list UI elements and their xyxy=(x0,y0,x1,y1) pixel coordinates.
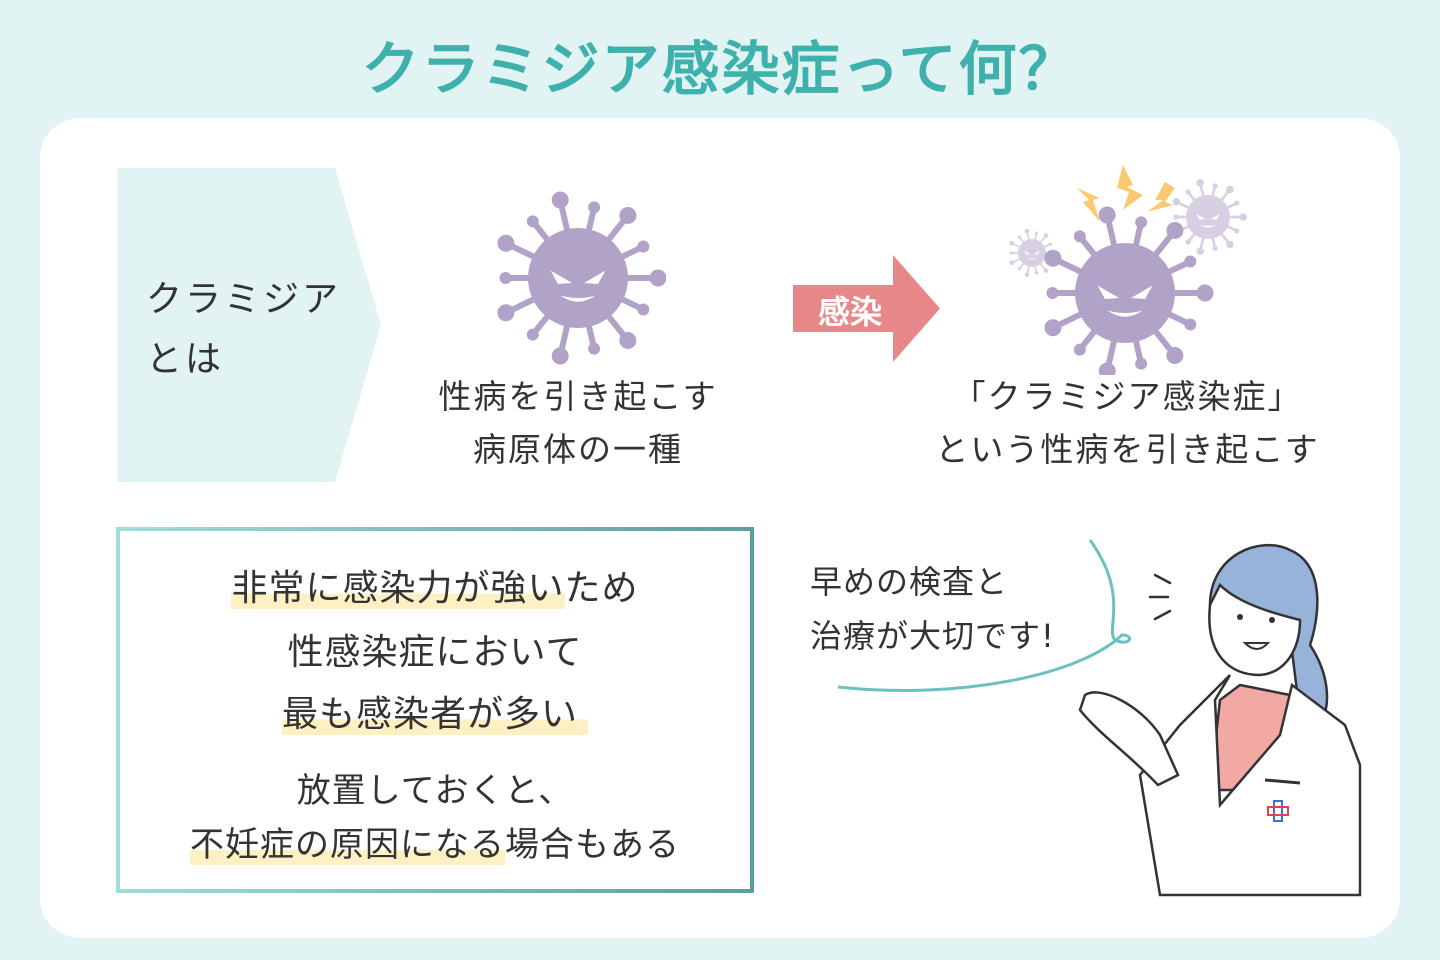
intro-line1: クラミジア xyxy=(146,279,342,320)
fact-line1-rest: ため xyxy=(564,568,639,609)
pathogen-line2: 病原体の一種 xyxy=(473,430,683,469)
intro-label: クラミジア とは xyxy=(146,270,341,390)
disease-caption: 「クラミジア感染症」 という性病を引き起こす xyxy=(900,370,1355,476)
doctor-illustration xyxy=(1078,543,1362,897)
disease-line2: という性病を引き起こす xyxy=(935,430,1320,469)
fact-highlight-3: 最も感染者が多い xyxy=(281,694,588,735)
intro-pentagon xyxy=(117,168,381,482)
speech-text: 早めの検査と 治療が大切です! xyxy=(810,555,1055,663)
intro-line2: とは xyxy=(146,339,225,380)
speech-line2: 治療が大切です! xyxy=(810,617,1055,655)
page-title: クラミジア感染症って何？ xyxy=(361,35,1079,103)
fact-line4: 放置しておくと、 xyxy=(296,771,574,811)
speech-bubble-line xyxy=(837,539,1131,692)
lightning-icons xyxy=(1077,165,1175,222)
small-virus-right xyxy=(1172,178,1247,256)
arrow-label: 感染 xyxy=(818,293,883,331)
facts-box: 非常に感染力が強いため 性感染症において 最も感染者が多い 放置しておくと、 不… xyxy=(116,527,754,893)
fact-line2: 性感染症において xyxy=(287,632,583,673)
disease-line1: 「クラミジア感染症」 xyxy=(952,377,1303,416)
pathogen-caption: 性病を引き起こす 病原体の一種 xyxy=(408,370,748,476)
angry-virus-group-icon xyxy=(1009,165,1247,375)
small-virus-left xyxy=(1009,228,1057,278)
speech-line1: 早めの検査と xyxy=(810,563,1009,601)
pathogen-line1: 性病を引き起こす xyxy=(438,377,718,416)
fact-highlight-5: 不妊症の原因になる xyxy=(190,825,505,865)
main-virus xyxy=(1044,206,1214,375)
fact-highlight-1: 非常に感染力が強い xyxy=(231,568,565,609)
virus-body xyxy=(497,191,666,365)
virus-icon xyxy=(497,191,666,365)
fact-line5-rest: 場合もある xyxy=(505,825,680,865)
